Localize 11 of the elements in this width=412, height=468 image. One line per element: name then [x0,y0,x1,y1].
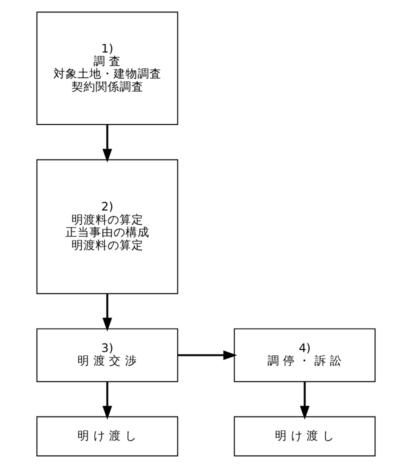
arrow [178,350,238,360]
arrow [102,382,112,420]
arrow [102,294,112,332]
arrow [300,382,310,420]
node-box: 明 け 渡 し [36,416,178,456]
node-box: 4) 調 停 ・ 訴 訟 [234,328,376,382]
node-box: 3) 明 渡 交 渉 [36,328,178,382]
node-box: 2) 明渡料の算定 正当事由の構成 明渡料の算定 [36,159,178,294]
node-box: 明 け 渡 し [234,416,376,456]
arrow [102,124,112,163]
node-box: 1) 調 査 対象土地・建物調査 契約関係調査 [36,12,178,126]
